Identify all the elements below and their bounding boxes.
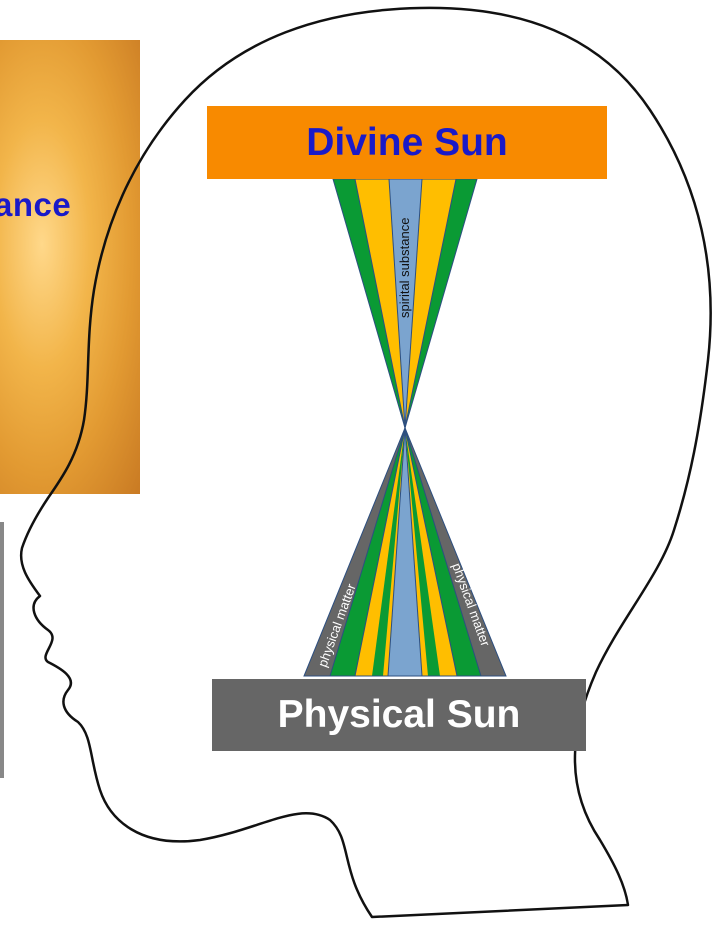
upper-cone: spirital substance (333, 179, 477, 428)
spirital-substance-label: spirital substance (397, 218, 412, 318)
lower-cone: physical matter physical matter (304, 428, 506, 676)
divine-sun-label: Divine Sun (306, 121, 508, 165)
physical-sun-box: Physical Sun (212, 679, 586, 751)
divine-sun-box: Divine Sun (207, 106, 607, 179)
physical-sun-label: Physical Sun (278, 693, 521, 737)
